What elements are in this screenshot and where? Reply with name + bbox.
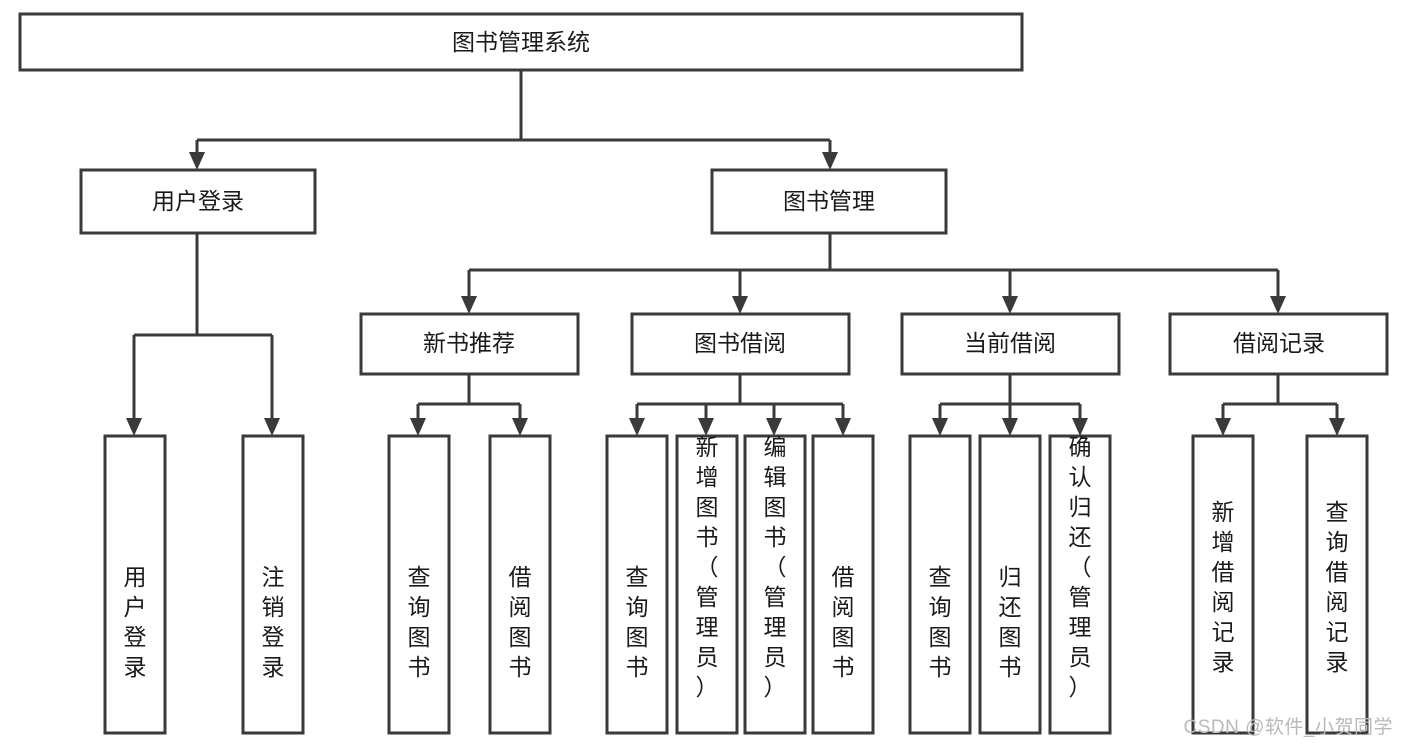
edge-borrow-record-to-leaves	[1215, 374, 1345, 436]
node-leaf-nbr-query-book[interactable]: 查询图书	[387, 434, 451, 735]
arrow-head-icon	[461, 296, 477, 314]
node-user-login[interactable]: 用户登录	[79, 168, 317, 235]
node-root-system-label: 图书管理系统	[452, 29, 590, 55]
node-new-book-recommend[interactable]: 新书推荐	[359, 312, 580, 376]
node-leaf-nbr-borrow-book-label: 借阅图书	[509, 564, 532, 680]
node-leaf-br-add-record[interactable]: 新增借阅记录	[1191, 434, 1255, 735]
node-leaf-bb-query-book-box	[605, 434, 669, 735]
node-borrow-record-box	[1168, 312, 1389, 376]
arrow-head-icon	[732, 296, 748, 314]
edge-book-borrow-to-leaves	[629, 374, 851, 436]
arrow-head-icon	[1002, 296, 1018, 314]
node-leaf-nbr-query-book-label: 查询图书	[408, 564, 431, 680]
node-leaf-logout-box	[241, 434, 305, 735]
node-new-book-recommend-box	[359, 312, 580, 376]
node-leaf-nbr-borrow-book[interactable]: 借阅图书	[488, 434, 552, 735]
arrow-head-icon	[698, 418, 714, 436]
node-leaf-user-login-box	[103, 434, 167, 735]
node-current-borrow-box	[900, 312, 1121, 376]
node-leaf-br-query-record-box	[1305, 434, 1369, 735]
node-leaf-bb-borrow-book-label: 借阅图书	[832, 564, 855, 680]
node-borrow-record[interactable]: 借阅记录	[1168, 312, 1389, 376]
node-book-manage-label: 图书管理	[783, 188, 875, 214]
arrow-head-icon	[1270, 296, 1286, 314]
node-root-system-box	[18, 12, 1024, 72]
node-leaf-bb-edit-book[interactable]: 编辑图书（管理员）	[743, 434, 807, 735]
node-book-borrow-label: 图书借阅	[694, 330, 786, 356]
node-leaf-cb-query-book-label: 查询图书	[929, 564, 952, 680]
node-leaf-cb-return-book-label: 归还图书	[999, 564, 1022, 680]
edge-user-login-to-leaf-bus	[126, 233, 280, 436]
arrow-head-icon	[189, 152, 205, 170]
node-user-login-label: 用户登录	[152, 188, 244, 214]
node-book-manage-box	[710, 168, 948, 235]
edge-root-to-level2-bus	[197, 70, 830, 142]
node-leaf-cb-confirm-return-label: 确认归还（管理员）	[1069, 434, 1092, 700]
arrow-head-icon	[512, 418, 528, 436]
node-leaf-bb-edit-book-label: 编辑图书（管理员）	[764, 434, 787, 700]
arrow-head-icon	[410, 418, 426, 436]
node-leaf-bb-add-book[interactable]: 新增图书（管理员）	[675, 434, 739, 735]
arrow-head-icon	[1329, 418, 1345, 436]
node-leaf-user-login-label: 用户登录	[124, 564, 147, 680]
node-book-borrow-box	[630, 312, 851, 376]
node-leaf-br-query-record[interactable]: 查询借阅记录	[1305, 434, 1369, 735]
arrow-head-icon	[629, 418, 645, 436]
arrow-head-icon	[1072, 418, 1088, 436]
edge-book-manage-to-level3-bus	[461, 233, 1286, 314]
node-leaf-nbr-borrow-book-box	[488, 434, 552, 735]
node-leaf-bb-query-book[interactable]: 查询图书	[605, 434, 669, 735]
node-user-login-box	[79, 168, 317, 235]
node-book-borrow[interactable]: 图书借阅	[630, 312, 851, 376]
node-leaf-bb-borrow-book-box	[811, 434, 875, 735]
node-borrow-record-label: 借阅记录	[1233, 330, 1325, 356]
node-leaf-cb-query-book-box	[908, 434, 972, 735]
edge-root-to-user-login	[189, 140, 205, 170]
edge-new-book-rec-to-leaves	[410, 374, 528, 436]
node-root-system[interactable]: 图书管理系统	[18, 12, 1024, 72]
node-leaf-user-login[interactable]: 用户登录	[103, 434, 167, 735]
node-leaf-bb-add-book-label: 新增图书（管理员）	[696, 434, 719, 700]
arrow-head-icon	[1215, 418, 1231, 436]
node-current-borrow[interactable]: 当前借阅	[900, 312, 1121, 376]
arrow-head-icon	[126, 418, 142, 436]
node-leaf-bb-query-book-label: 查询图书	[626, 564, 649, 680]
arrow-head-icon	[766, 418, 782, 436]
node-leaf-logout[interactable]: 注销登录	[241, 434, 305, 735]
node-current-borrow-label: 当前借阅	[964, 330, 1056, 356]
node-leaf-nbr-query-book-box	[387, 434, 451, 735]
arrow-head-icon	[1002, 418, 1018, 436]
node-leaf-logout-label: 注销登录	[262, 564, 285, 680]
node-leaf-br-add-record-box	[1191, 434, 1255, 735]
node-leaf-cb-confirm-return-box	[1048, 434, 1112, 735]
edge-current-borrow-to-leaves	[932, 374, 1088, 436]
node-book-manage[interactable]: 图书管理	[710, 168, 948, 235]
node-leaf-cb-return-book[interactable]: 归还图书	[978, 434, 1042, 735]
arrow-head-icon	[822, 152, 838, 170]
arrow-head-icon	[264, 418, 280, 436]
node-leaf-bb-add-book-box	[675, 434, 739, 735]
node-leaf-br-query-record-label: 查询借阅记录	[1326, 499, 1349, 675]
node-leaf-bb-edit-book-box	[743, 434, 807, 735]
node-leaf-cb-confirm-return[interactable]: 确认归还（管理员）	[1048, 434, 1112, 735]
edge-root-to-book-manage	[822, 140, 838, 170]
node-new-book-recommend-label: 新书推荐	[423, 330, 515, 356]
arrow-head-icon	[835, 418, 851, 436]
node-leaf-bb-borrow-book[interactable]: 借阅图书	[811, 434, 875, 735]
node-leaf-cb-return-book-box	[978, 434, 1042, 735]
node-leaf-br-add-record-label: 新增借阅记录	[1212, 499, 1235, 675]
arrow-head-icon	[932, 418, 948, 436]
node-leaf-cb-query-book[interactable]: 查询图书	[908, 434, 972, 735]
